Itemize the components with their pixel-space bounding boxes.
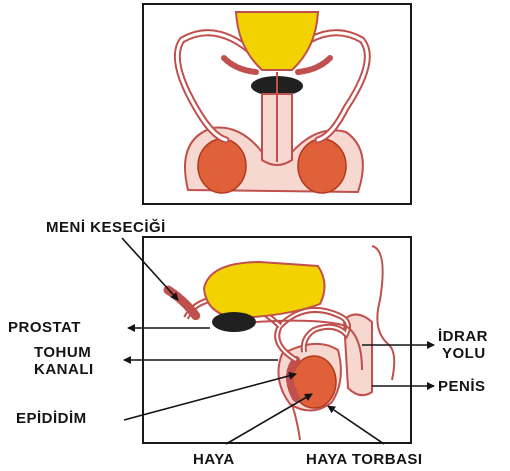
side-view xyxy=(168,246,394,440)
label-urethra-line1: İDRAR xyxy=(438,328,488,345)
label-penis: PENİS xyxy=(438,378,486,395)
label-testis: HAYA xyxy=(193,451,235,468)
frontal-view xyxy=(177,12,367,193)
prostate-shape xyxy=(212,312,256,332)
label-seminal-vesicle: MENİ KESECİĞİ xyxy=(46,219,166,236)
label-prostate: PROSTAT xyxy=(8,319,81,336)
frontal-testis-right xyxy=(298,139,346,193)
label-scrotum: HAYA TORBASI xyxy=(306,451,423,468)
label-vas-deferens-line1: TOHUM xyxy=(34,344,91,361)
frontal-vesicle-right xyxy=(298,58,330,72)
leader-seminal-vesicle xyxy=(122,238,178,300)
leader-scrotum xyxy=(328,406,384,444)
body-outline xyxy=(372,246,394,380)
frontal-bladder xyxy=(236,12,318,70)
leader-epididymis xyxy=(124,374,296,420)
frontal-vesicle-left xyxy=(224,58,256,72)
label-epididymis: EPİDİDİM xyxy=(16,410,87,427)
label-vas-deferens-line2: KANALI xyxy=(34,361,94,378)
label-urethra-line2: YOLU xyxy=(442,345,486,362)
frontal-testis-left xyxy=(198,139,246,193)
